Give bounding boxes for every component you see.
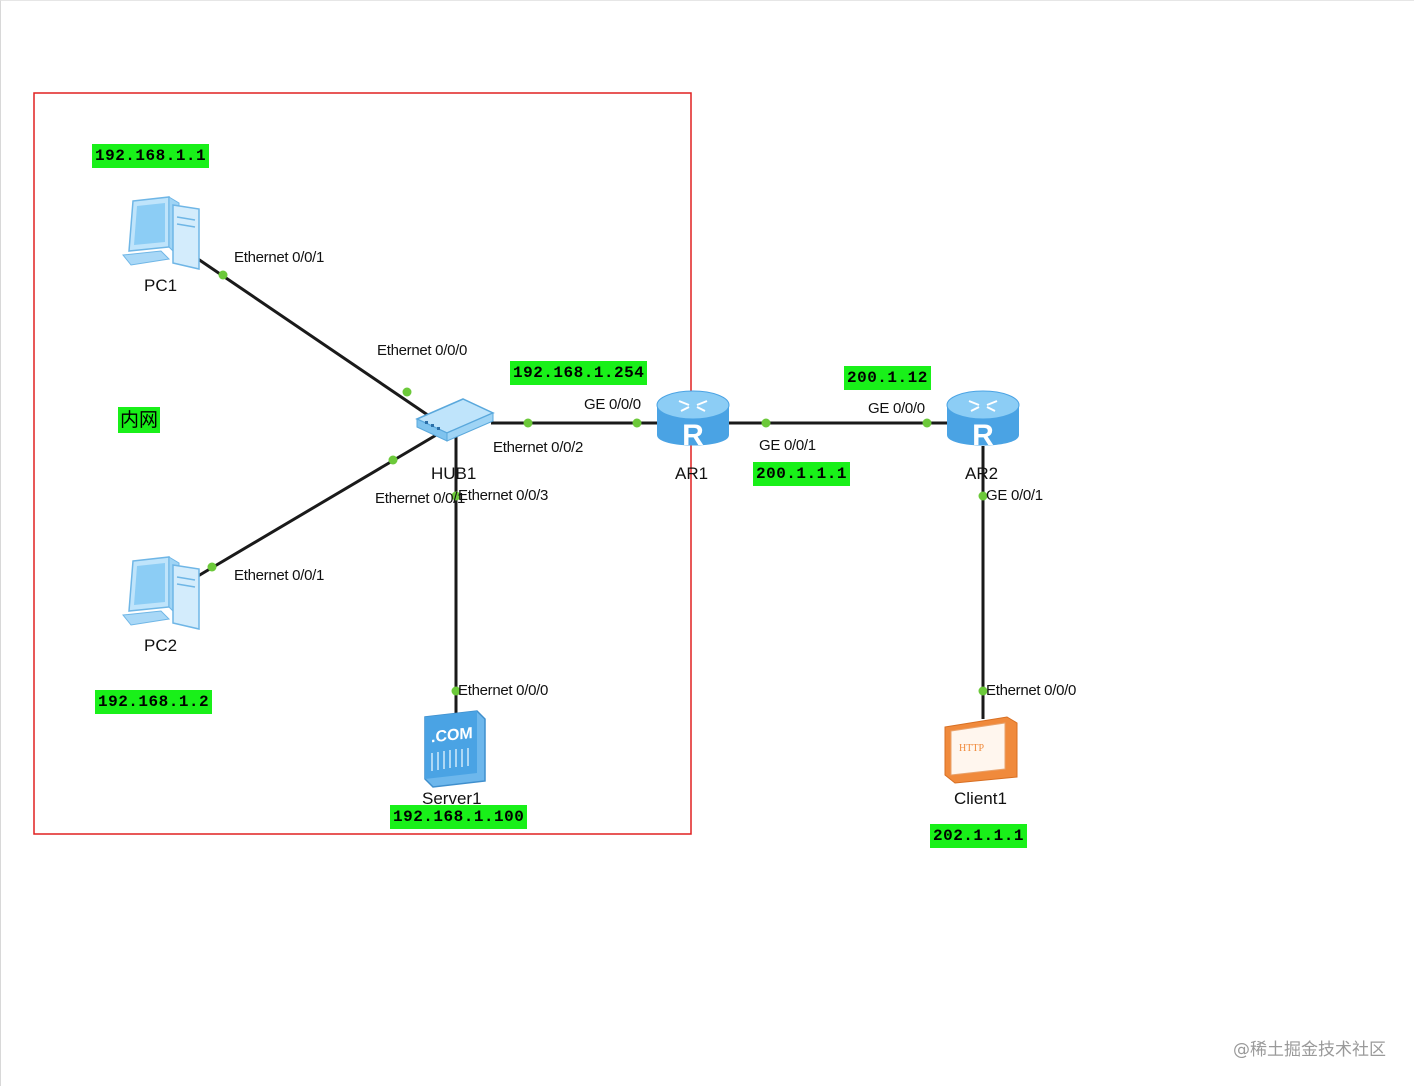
port-dot [922, 418, 932, 428]
port-label-hub-server: Ethernet 0/0/3 [458, 487, 549, 504]
port-label-hub-ar1: Ethernet 0/0/2 [493, 439, 584, 456]
port-dot [978, 686, 988, 696]
link-pc2-hub1[interactable] [197, 429, 444, 578]
port-label-hub-pc1: Ethernet 0/0/0 [377, 342, 468, 359]
port-dot [207, 562, 217, 572]
router-icon[interactable]: R [656, 390, 730, 452]
device-name-ar1: AR1 [675, 464, 709, 483]
port-label-ar1-ge000: GE 0/0/0 [584, 396, 641, 413]
desktop-pc-icon[interactable] [122, 196, 200, 270]
device-name-hub1: HUB1 [431, 464, 477, 483]
port-label-ar1-ge001: GE 0/0/1 [759, 437, 816, 454]
port-label-ar2-ge000: GE 0/0/0 [868, 400, 925, 417]
server-icon[interactable]: .COM [424, 710, 486, 788]
ip-label-client1: 202.1.1.1 [930, 824, 1027, 848]
port-dot [451, 686, 461, 696]
ip-label-server1: 192.168.1.100 [390, 805, 528, 829]
device-name-ar2: AR2 [965, 464, 999, 483]
router-badge: R [682, 419, 704, 452]
device-name-server1: Server1 [422, 789, 482, 808]
watermark: @稀土掘金技术社区 [1233, 1040, 1386, 1060]
port-dot [632, 418, 642, 428]
device-name-pc2: PC2 [144, 636, 178, 655]
client-badge: HTTP [959, 743, 984, 754]
desktop-pc-icon[interactable] [122, 556, 200, 630]
router-icon[interactable]: R [946, 390, 1020, 452]
link-pc1-hub1[interactable] [197, 257, 442, 426]
device-name-pc1: PC1 [144, 276, 178, 295]
ip-label-pc1: 192.168.1.1 [92, 144, 210, 168]
http-client-icon[interactable]: HTTP [944, 716, 1018, 784]
ip-label-pc2: 192.168.1.2 [95, 690, 213, 714]
port-label-pc2: Ethernet 0/0/1 [234, 567, 325, 584]
port-label-hub-pc2: Ethernet 0/0/1 [375, 490, 466, 507]
port-dot [523, 418, 533, 428]
ip-label-ar1-wan: 200.1.1.1 [753, 462, 850, 486]
ip-label-ar1-lan: 192.168.1.254 [510, 361, 648, 385]
port-label-client: Ethernet 0/0/0 [986, 682, 1077, 699]
device-name-client1: Client1 [954, 789, 1007, 808]
port-dot [388, 455, 398, 465]
hub-icon[interactable] [415, 398, 495, 442]
intranet-zone-border [33, 92, 692, 835]
port-dot [761, 418, 771, 428]
router-badge: R [972, 419, 994, 452]
port-label-pc1: Ethernet 0/0/1 [234, 249, 325, 266]
server-badge: .COM [431, 724, 473, 746]
port-dot [451, 491, 461, 501]
port-dot [402, 387, 412, 397]
port-label-server: Ethernet 0/0/0 [458, 682, 549, 699]
port-dot [218, 270, 228, 280]
port-dot [978, 491, 988, 501]
zone-label-intranet: 内网 [118, 407, 161, 433]
port-label-ar2-ge001: GE 0/0/1 [986, 487, 1043, 504]
ip-label-ar2-wan: 200.1.12 [844, 366, 931, 390]
